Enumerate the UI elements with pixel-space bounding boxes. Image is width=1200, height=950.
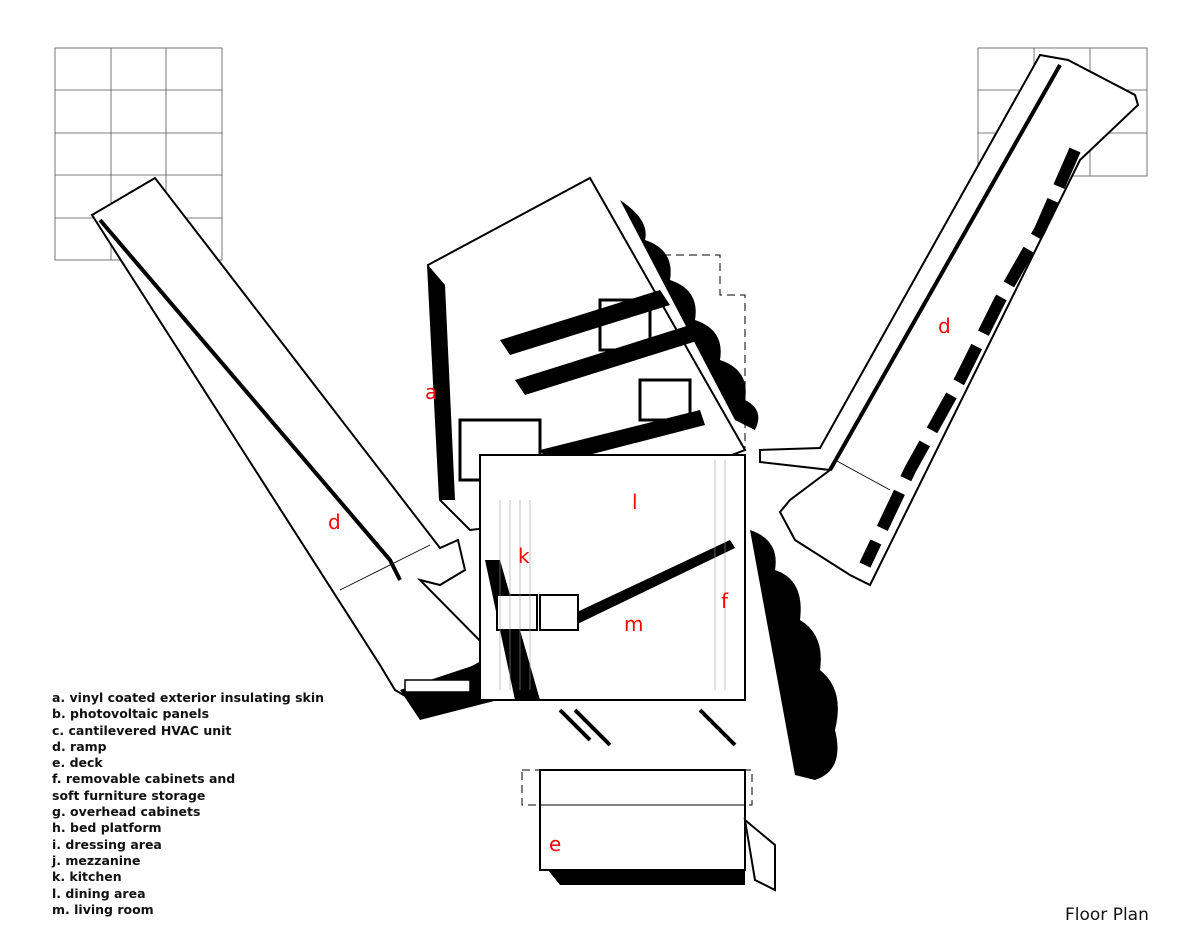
legend-item: k. kitchen [52, 869, 122, 885]
legend-item: j. mezzanine [52, 852, 141, 868]
legend-item: h. bed platform [52, 820, 162, 836]
legend-item: f. removable cabinets and [52, 771, 236, 787]
room-label-e: e [549, 832, 562, 856]
room-label-l: l [632, 490, 638, 514]
right-ramp [759, 53, 1140, 587]
room-label-a: a [425, 380, 438, 404]
legend-item: m. living room [52, 901, 154, 917]
legend-item: i. dressing area [52, 836, 162, 852]
room-label-k: k [518, 544, 530, 568]
legend-item: l. dining area [52, 885, 146, 901]
left-ramp [90, 176, 498, 720]
bedroom-wing [426, 176, 759, 532]
main-living-space [479, 454, 838, 780]
legend-item: d. ramp [52, 738, 107, 754]
legend-item: a. vinyl coated exterior insulating skin [52, 690, 325, 705]
legend-item: c. cantilevered HVAC unit [52, 722, 232, 738]
legend-item: g. overhead cabinets [52, 804, 201, 820]
drawing-title: Floor Plan [1065, 905, 1149, 925]
deck [539, 708, 776, 892]
legend-item: b. photovoltaic panels [52, 706, 210, 722]
room-label-f: f [721, 589, 729, 613]
legend-item: e. deck [52, 755, 103, 771]
legend: a. vinyl coated exterior insulating skin… [52, 690, 324, 918]
room-label-d-left: d [328, 510, 341, 534]
legend-item: soft furniture storage [52, 787, 206, 803]
room-label-m: m [624, 612, 644, 636]
room-label-d-right: d [938, 314, 951, 338]
